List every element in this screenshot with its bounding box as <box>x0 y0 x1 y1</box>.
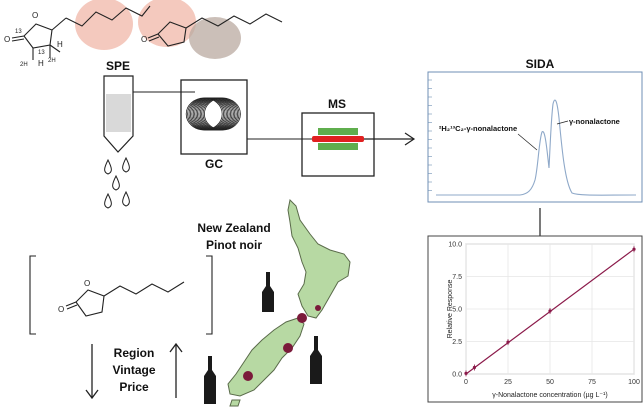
factor-price: Price <box>119 380 149 394</box>
deuterium-label: 2H <box>48 58 56 64</box>
factor-region: Region <box>114 346 155 360</box>
down-arrow <box>85 344 99 400</box>
y-tick-label: 10.0 <box>448 242 462 249</box>
gc-label: GC <box>205 157 223 171</box>
region-marker-canterbury <box>283 343 293 353</box>
factor-vintage: Vintage <box>112 363 155 377</box>
y-axis-label: Relative Response <box>447 280 454 339</box>
coconut-icon <box>189 17 241 59</box>
labelled-lactone-text: O O 13 13 H H 2H 2H <box>4 11 63 68</box>
data-point <box>632 247 636 251</box>
wine-region-markers <box>243 305 321 381</box>
peak-pointer-internal-standard <box>517 133 538 151</box>
chromatogram-panel <box>427 71 643 203</box>
carbon13-label: 13 <box>38 50 45 56</box>
eluate-drops <box>104 156 130 209</box>
x-tick-label: 100 <box>628 379 640 386</box>
chromatogram-axis-ticks <box>428 79 432 191</box>
x-tick-label: 75 <box>588 379 596 386</box>
hydrogen-label: H <box>57 40 63 49</box>
data-point <box>506 340 510 344</box>
ms-to-sida-arrow <box>364 132 416 146</box>
north-island <box>287 198 351 319</box>
quadrupole-rods <box>312 128 364 150</box>
nonalactone-structure <box>65 281 185 317</box>
data-point <box>464 371 468 375</box>
stewart-island <box>229 399 241 407</box>
region-marker-wairarapa <box>315 305 321 311</box>
peak-pointer-analyte <box>556 120 569 125</box>
wine-bottle-icon <box>262 272 274 312</box>
oxygen-atom-label: O <box>84 279 90 288</box>
x-axis-label: γ-Nonalactone concentration (µg L⁻¹) <box>492 392 608 399</box>
south-island <box>227 317 305 397</box>
y-tick-label: 0.0 <box>452 372 462 379</box>
chromatogram-trace <box>436 99 637 196</box>
peak-label-internal-standard: ²H₂¹³C₂-γ-nonalactone <box>439 124 517 133</box>
gamma-nonalactone-structure <box>147 13 283 47</box>
data-point <box>472 365 476 370</box>
nonalactone-bracket <box>29 255 213 335</box>
wine-bottle-icon <box>204 356 216 404</box>
y-tick-label: 5.0 <box>452 307 462 314</box>
apricot-icon <box>75 0 133 50</box>
carbon13-label: 13 <box>15 29 22 35</box>
labelled-lactone-structure <box>11 5 151 60</box>
fruit-illustration <box>75 0 241 59</box>
x-tick-label: 50 <box>546 379 554 386</box>
deuterium-label: 2H <box>20 62 28 68</box>
wine-bottles <box>204 272 322 404</box>
nz-title-line1: New Zealand <box>197 221 270 235</box>
peach-icon <box>138 0 196 47</box>
sida-label: SIDA <box>526 57 555 71</box>
spe-cartridge <box>103 75 134 153</box>
gc-column-coil <box>185 97 241 131</box>
region-marker-marlborough <box>297 313 307 323</box>
ms-label: MS <box>328 97 346 111</box>
hydrogen-label: H <box>38 59 44 68</box>
nz-title-line2: Pinot noir <box>206 238 262 252</box>
carbonyl-oxygen-label: O <box>4 35 10 44</box>
calibration-chart: 0.0 2.5 5.0 7.5 10.0 0 25 50 75 100 γ-Nonalactone … <box>427 235 643 403</box>
y-tick-label: 2.5 <box>452 339 462 346</box>
data-point <box>548 309 552 313</box>
oxygen-atom-label: O <box>58 305 64 314</box>
y-tick-label: 7.5 <box>452 274 462 281</box>
x-tick-label: 25 <box>504 379 512 386</box>
oxygen-atom-label: O <box>32 11 38 20</box>
wine-bottle-icon <box>310 336 322 384</box>
up-arrow <box>169 342 183 398</box>
spe-label: SPE <box>106 59 130 73</box>
peak-label-analyte: γ-nonalactone <box>569 117 620 126</box>
gc-coil-loop <box>203 97 241 131</box>
x-tick-label: 0 <box>464 379 468 386</box>
oxygen-atom-label: O <box>141 35 147 44</box>
region-marker-central-otago <box>243 371 253 381</box>
